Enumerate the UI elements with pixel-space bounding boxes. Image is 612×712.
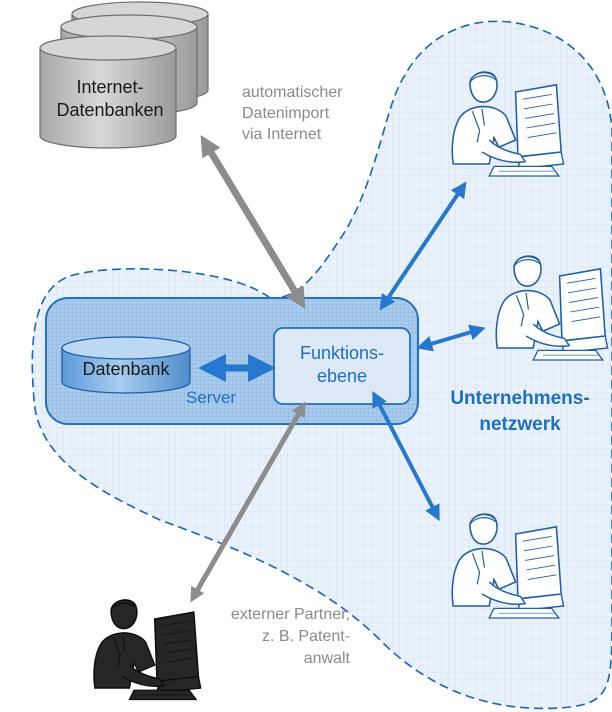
external-partner-label: externer Partner, z. B. Patent- anwalt (180, 604, 350, 670)
company-network-label: Unternehmens- netzwerk (432, 386, 608, 438)
server-label: Server (186, 388, 237, 407)
external-partner-label-line3: anwalt (303, 650, 350, 667)
function-layer-label-line2: ebene (316, 366, 368, 386)
arrows (190, 135, 486, 603)
internet-databases-label: Internet- Datenbanken (30, 76, 190, 122)
function-layer-label: Funktions- ebene (274, 342, 410, 388)
internet-databases-icon (39, 1, 209, 149)
database-icon (61, 336, 191, 394)
external-partner-label-line2: z. B. Patent- (261, 628, 350, 645)
import-note-line2: Datenimport (242, 105, 330, 122)
import-note-line3: via Internet (242, 126, 322, 143)
function-layer-label-line1: Funktions- (299, 343, 385, 363)
company-network-label-line2: netzwerk (479, 414, 561, 435)
database-label: Datenbank (82, 359, 170, 379)
company-network-label-line1: Unternehmens- (450, 388, 590, 409)
import-note: automatischer Datenimport via Internet (242, 82, 372, 145)
external-partner-label-line1: externer Partner, (230, 606, 350, 623)
internet-databases-label-line1: Internet- (76, 77, 144, 97)
internet-databases-label-line2: Datenbanken (56, 100, 164, 120)
import-note-line1: automatischer (242, 84, 343, 101)
